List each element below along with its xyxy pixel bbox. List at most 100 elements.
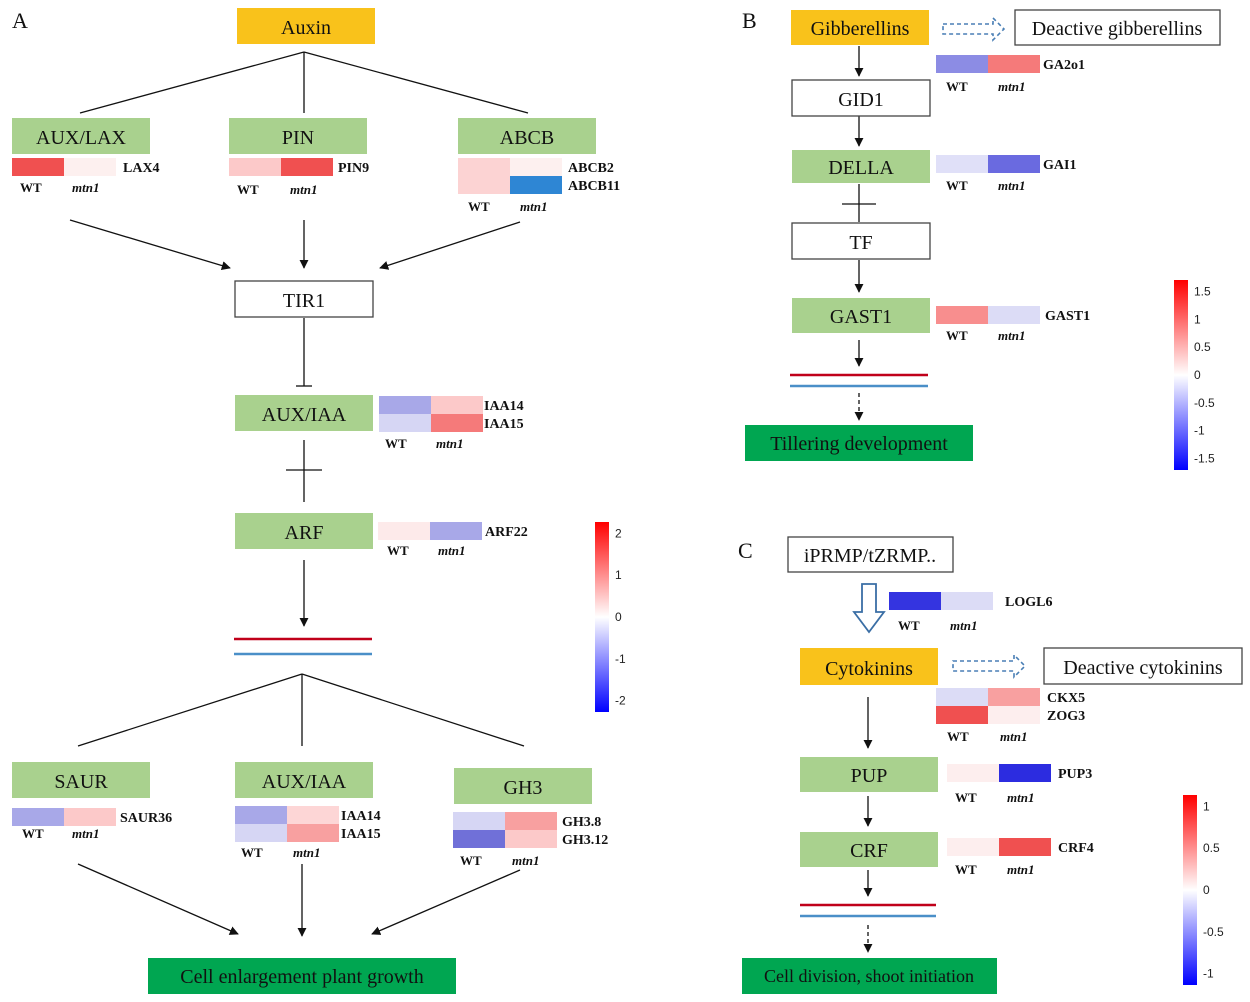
iprmp-tzrmp-node: iPRMP/tZRMP.. bbox=[787, 536, 954, 573]
mtn1-label: mtn1 bbox=[520, 199, 547, 214]
mtn1-label: mtn1 bbox=[998, 178, 1025, 193]
heatmap-cell bbox=[64, 808, 116, 826]
wt-label: WT bbox=[898, 618, 920, 633]
svg-text:ABCB: ABCB bbox=[500, 127, 554, 149]
colorbar-tick-label: 2 bbox=[615, 526, 622, 540]
colorbar-tick-label: -0.5 bbox=[1203, 925, 1224, 939]
deactive-gibberellins-node: Deactive gibberellins bbox=[1014, 9, 1221, 46]
heatmap-cell bbox=[999, 838, 1051, 856]
colorbar-tick-label: 0.5 bbox=[1203, 841, 1220, 855]
colorbar-tick-label: 1 bbox=[615, 568, 622, 582]
mtn1-label: mtn1 bbox=[72, 826, 99, 841]
heatmap-cell bbox=[936, 688, 988, 706]
colorbar-panel-b: 1.510.50-0.5-1-1.5 bbox=[1174, 280, 1215, 470]
gene-label: SAUR36 bbox=[120, 811, 172, 826]
svg-text:TF: TF bbox=[849, 232, 872, 254]
svg-text:AUX/LAX: AUX/LAX bbox=[36, 127, 127, 149]
colorbar-panel-a: 210-1-2 bbox=[595, 522, 626, 712]
heatmap-cell bbox=[235, 824, 287, 842]
heatmap-cell bbox=[505, 830, 557, 848]
colorbar-tick-label: 1.5 bbox=[1194, 284, 1211, 298]
heatmap-cell bbox=[510, 176, 562, 194]
panel-label-b: B bbox=[742, 8, 757, 33]
svg-text:Deactive cytokinins: Deactive cytokinins bbox=[1063, 657, 1223, 679]
heatmap-cell bbox=[988, 55, 1040, 73]
colorbar-tick-label: -1 bbox=[1194, 424, 1205, 438]
gene-label: IAA15 bbox=[484, 417, 524, 432]
deactive-cytokinins-arrow bbox=[952, 653, 1027, 679]
colorbar-panel-c: 10.50-0.5-1 bbox=[1183, 795, 1224, 985]
gene-label: GA2o1 bbox=[1043, 58, 1085, 73]
gene-label: GH3.8 bbox=[562, 815, 601, 830]
panel-a-dna bbox=[234, 637, 372, 656]
mtn1-label: mtn1 bbox=[1007, 790, 1034, 805]
heatmap-cell bbox=[988, 706, 1040, 724]
svg-text:Tillering development: Tillering development bbox=[770, 433, 948, 455]
heatmap-cell bbox=[936, 706, 988, 724]
svg-text:Deactive gibberellins: Deactive gibberellins bbox=[1032, 18, 1203, 40]
mtn1-label: mtn1 bbox=[998, 79, 1025, 94]
heatmap-cell bbox=[453, 830, 505, 848]
cell-division-node: Cell division, shoot initiation bbox=[742, 958, 997, 994]
gene-label: LOGL6 bbox=[1005, 595, 1052, 610]
colorbar-tick-label: -0.5 bbox=[1194, 396, 1215, 410]
heatmap-cell bbox=[64, 158, 116, 176]
wt-label: WT bbox=[241, 845, 263, 860]
heatmap-cell bbox=[431, 396, 483, 414]
panel-a-connectors bbox=[69, 51, 529, 937]
gene-label: LAX4 bbox=[123, 161, 160, 176]
heatmap-cell bbox=[936, 306, 988, 324]
mtn1-label: mtn1 bbox=[438, 543, 465, 558]
heatmap-cell bbox=[510, 158, 562, 176]
heatmap-cell bbox=[988, 306, 1040, 324]
colorbar-tick-label: 0 bbox=[1203, 883, 1210, 897]
pup-node: PUP bbox=[800, 757, 938, 792]
svg-text:CRF: CRF bbox=[850, 840, 888, 862]
abcb-node: ABCB bbox=[458, 118, 596, 154]
aux-lax-node: AUX/LAX bbox=[12, 118, 150, 154]
colorbar-tick-label: 0 bbox=[1194, 368, 1201, 382]
heatmap-cell bbox=[947, 838, 999, 856]
panel-label-a: A bbox=[12, 8, 28, 33]
gene-label: ZOG3 bbox=[1047, 709, 1085, 724]
svg-text:GID1: GID1 bbox=[838, 89, 884, 111]
colorbar-tick-label: 1 bbox=[1203, 799, 1210, 813]
svg-text:AUX/IAA: AUX/IAA bbox=[262, 771, 347, 793]
heatmap-cell bbox=[936, 55, 988, 73]
heatmap-cell bbox=[947, 764, 999, 782]
saur-node: SAUR bbox=[12, 762, 150, 798]
gene-label: CRF4 bbox=[1058, 841, 1094, 856]
pin-node: PIN bbox=[229, 118, 367, 154]
cytokinins-node: Cytokinins bbox=[800, 648, 938, 685]
svg-text:iPRMP/tZRMP..: iPRMP/tZRMP.. bbox=[804, 545, 936, 567]
tir1-node: TIR1 bbox=[234, 280, 374, 318]
gene-label: PIN9 bbox=[338, 161, 369, 176]
colorbar-gradient bbox=[1174, 280, 1188, 470]
heatmap-cell bbox=[229, 158, 281, 176]
svg-text:PUP: PUP bbox=[851, 765, 888, 787]
colorbar-tick-label: -1 bbox=[615, 652, 626, 666]
heatmap-cell bbox=[505, 812, 557, 830]
wt-label: WT bbox=[387, 543, 409, 558]
gene-label: GAST1 bbox=[1045, 309, 1090, 324]
panel-c-dna bbox=[800, 903, 936, 918]
gene-label: ABCB11 bbox=[568, 179, 620, 194]
deactive-cytokinins-node: Deactive cytokinins bbox=[1043, 647, 1243, 685]
heatmap-cell bbox=[999, 764, 1051, 782]
colorbar-tick-label: -1.5 bbox=[1194, 452, 1215, 466]
svg-text:Gibberellins: Gibberellins bbox=[811, 18, 910, 40]
gene-label: IAA15 bbox=[341, 827, 381, 842]
heatmap-cell bbox=[988, 688, 1040, 706]
wt-label: WT bbox=[946, 178, 968, 193]
wt-label: WT bbox=[946, 79, 968, 94]
